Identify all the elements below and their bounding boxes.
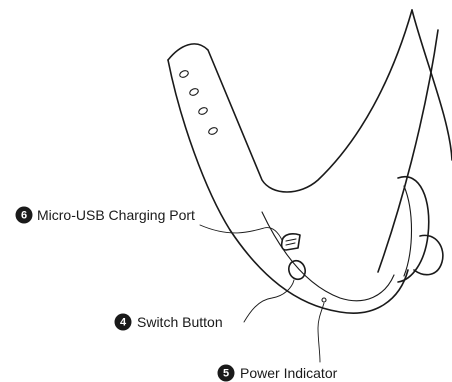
callout-number: 6 (21, 210, 27, 222)
callout-power-indicator: 5 Power Indicator (217, 364, 338, 382)
callout-label: Power Indicator (240, 365, 338, 381)
strap-hole (198, 107, 208, 115)
callout-label: Micro-USB Charging Port (37, 207, 195, 223)
strap-holes (179, 70, 218, 135)
usb-port-icon (280, 233, 301, 251)
leader-line-power (317, 302, 325, 363)
device-body (167, 9, 452, 314)
strap-hole (208, 127, 218, 135)
strap-hole (179, 70, 189, 78)
leader-line-usb (199, 224, 283, 241)
callout-badge (217, 364, 235, 382)
callout-number: 5 (223, 368, 229, 380)
leader-line-switch (243, 279, 295, 323)
switch-button-icon (288, 259, 306, 281)
callout-usb-port: 6 Micro-USB Charging Port (15, 206, 195, 224)
callout-badge (15, 206, 33, 224)
callout-number: 4 (120, 317, 127, 329)
callout-switch-button: 4 Switch Button (114, 313, 223, 331)
strap-hole (189, 88, 199, 96)
callout-badge (114, 313, 132, 331)
power-indicator-icon (321, 297, 327, 303)
callout-label: Switch Button (137, 314, 223, 330)
